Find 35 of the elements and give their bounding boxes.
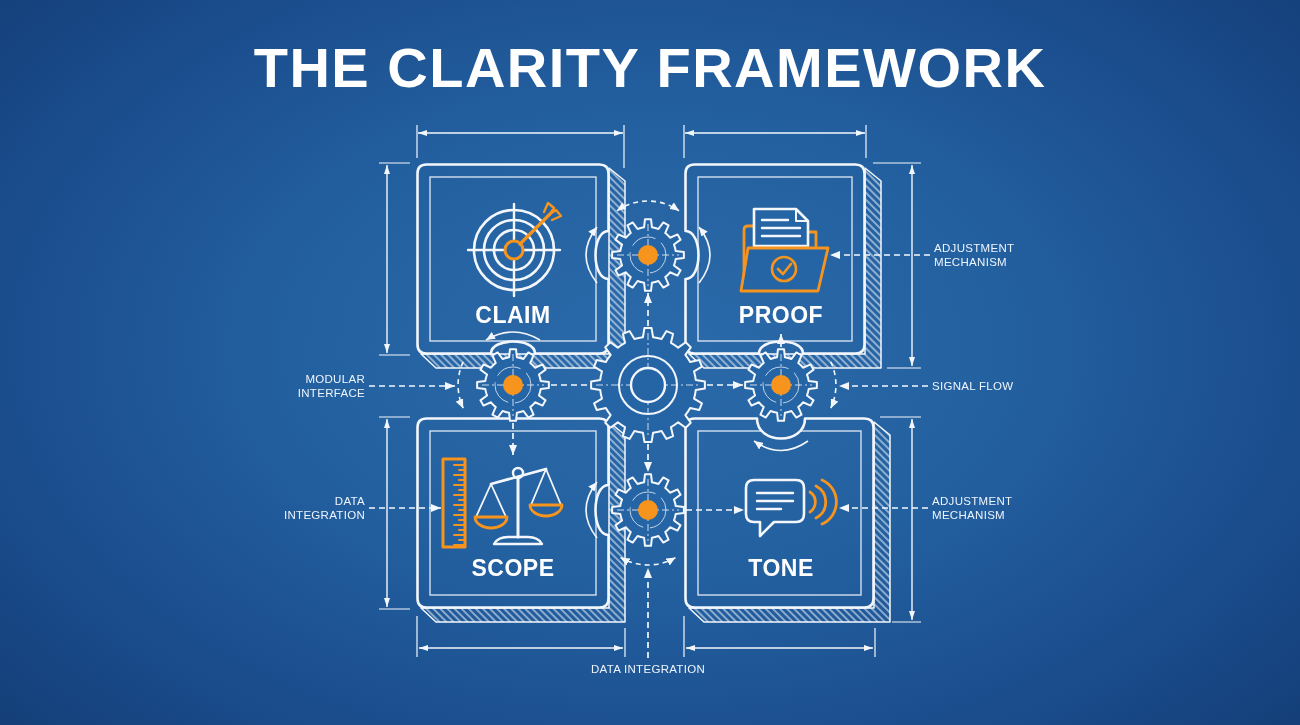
module-box bbox=[416, 163, 610, 355]
dashed-arrow bbox=[509, 422, 517, 456]
dashed-arrow bbox=[777, 333, 785, 348]
dashed-arrow bbox=[644, 567, 652, 659]
annotation-text: DATA INTEGRATION bbox=[590, 662, 706, 676]
gear-icon bbox=[455, 329, 551, 423]
module-title: PROOF bbox=[738, 301, 824, 329]
annotation-text: ADJUSTMENT MECHANISM bbox=[934, 241, 1015, 269]
dashed-arrow bbox=[685, 506, 745, 514]
dashed-arrow bbox=[706, 381, 744, 389]
dashed-arrow bbox=[829, 251, 931, 259]
dashed-arrow bbox=[838, 382, 929, 390]
module-title: SCOPE bbox=[471, 554, 555, 582]
module-title: TONE bbox=[748, 554, 814, 582]
dashed-arrow bbox=[368, 382, 456, 390]
annotation-text: ADJUSTMENT MECHANISM bbox=[932, 494, 1013, 522]
module-box bbox=[684, 163, 866, 355]
speech-bubble-icon bbox=[744, 478, 839, 540]
dashed-line bbox=[550, 384, 590, 386]
diagram-title: THE CLARITY FRAMEWORK bbox=[253, 36, 1047, 100]
dashed-arrow bbox=[368, 504, 442, 512]
module-box bbox=[416, 417, 610, 609]
gear-icon bbox=[589, 326, 707, 444]
dashed-arrow bbox=[838, 504, 929, 512]
annotation-text: DATA INTEGRATION bbox=[283, 494, 365, 522]
gear-icon bbox=[610, 472, 686, 568]
annotation-text: MODULAR INTERFACE bbox=[297, 372, 365, 400]
annotation-text: SIGNAL FLOW bbox=[932, 379, 1014, 393]
module-box bbox=[684, 417, 875, 609]
gear-icon bbox=[743, 347, 839, 423]
dashed-arrow bbox=[644, 292, 652, 327]
ruler-icon bbox=[441, 457, 468, 549]
dashed-arrow bbox=[644, 443, 652, 473]
module-title: CLAIM bbox=[475, 301, 551, 329]
folder-icon bbox=[738, 206, 830, 294]
